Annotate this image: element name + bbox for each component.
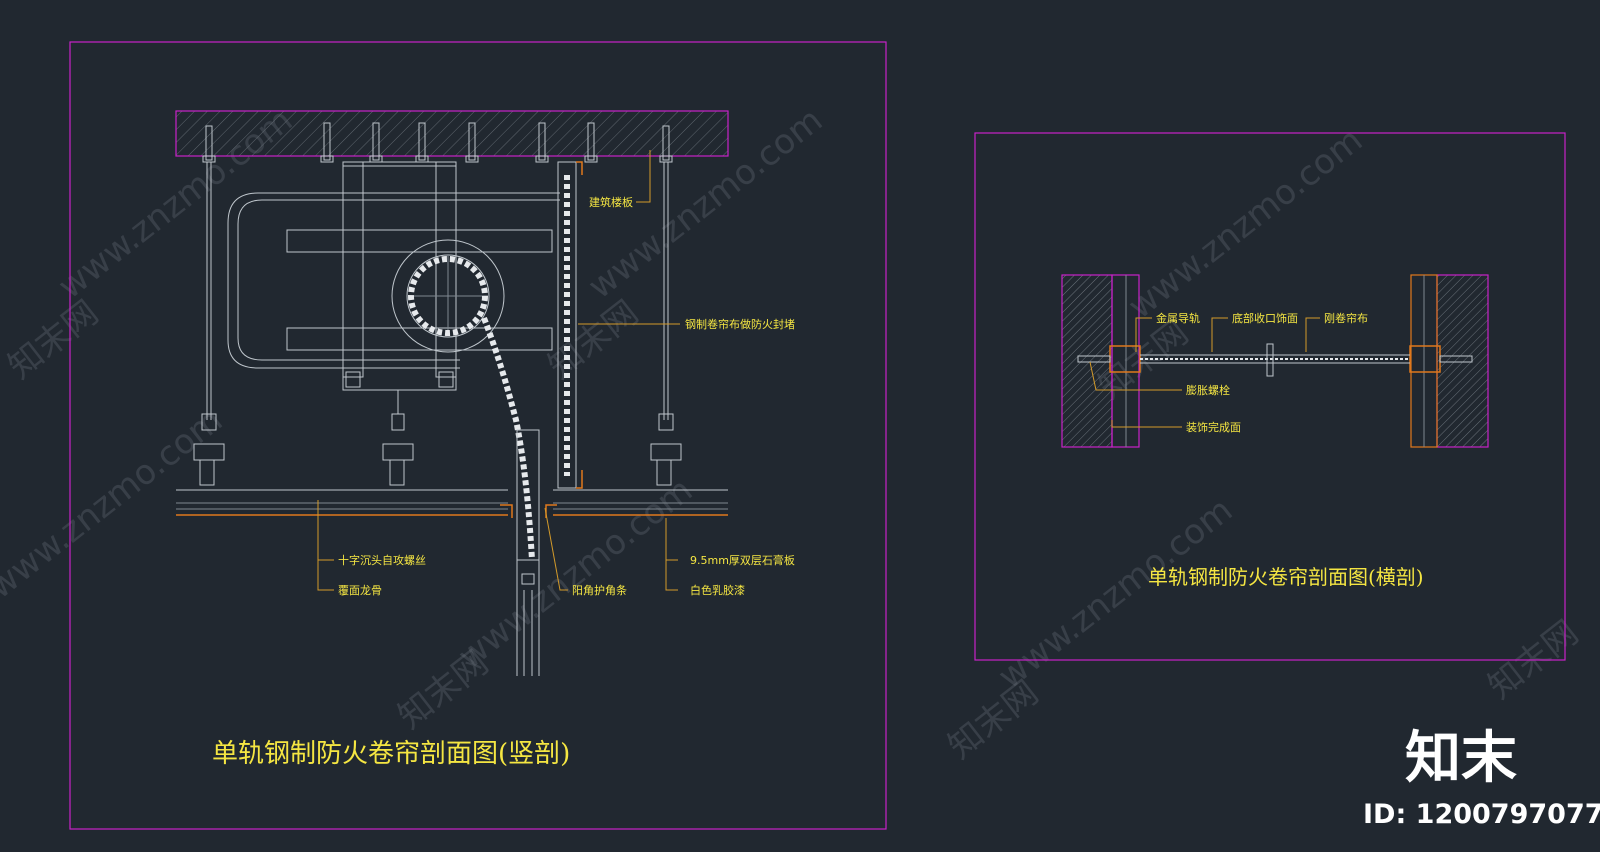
horizontal-section: 金属导轨 底部收口饰面 刚卷帘布 膨胀螺栓 装饰完成面 单轨钢制防火卷帘剖面图(… <box>974 132 1566 661</box>
horizontal-leader-lines <box>1089 317 1320 428</box>
watermark-text: www.znzmo.com <box>991 490 1240 697</box>
brand-id: ID: 1200797077 <box>1363 799 1600 830</box>
concrete-slab <box>175 110 729 157</box>
label-screw: 十字沉头自攻螺丝 <box>338 553 426 567</box>
label-corner: 阳角护角条 <box>572 583 627 597</box>
label-steel-curtain: 刚卷帘布 <box>1324 311 1368 325</box>
znzmo-logo-icon: 知末 ID: 1200797077 <box>1363 726 1600 830</box>
leader-lines <box>317 150 680 591</box>
label-paint: 白色乳胶漆 <box>690 583 745 597</box>
label-finish: 装饰完成面 <box>1186 420 1241 434</box>
guide-track <box>557 161 583 489</box>
watermark-brand: 知末网 <box>941 673 1046 767</box>
roll-drum <box>391 239 505 353</box>
watermark-brand: 知末网 <box>1 293 106 387</box>
label-seal: 钢制卷帘布做防火封堵 <box>685 317 795 331</box>
brand-logo-text: 知末 <box>1405 726 1517 791</box>
curtain-chain <box>481 316 535 561</box>
watermark-layer: www.znzmo.com 知末网 www.znzmo.com 知末网 www.… <box>0 100 1586 767</box>
watermark-text: www.znzmo.com <box>451 470 700 677</box>
label-gypsum: 9.5mm厚双层石膏板 <box>690 553 795 567</box>
steel-frame <box>227 161 560 391</box>
hanger-clips <box>193 390 682 486</box>
label-slab: 建筑楼板 <box>589 195 633 209</box>
horizontal-section-title: 单轨钢制防火卷帘剖面图(横剖) <box>1148 565 1424 589</box>
watermark-brand: 知末网 <box>391 643 496 737</box>
watermark-text: www.znzmo.com <box>0 400 230 607</box>
label-bottom-trim: 底部收口饰面 <box>1232 311 1298 325</box>
wall-right <box>1436 274 1489 448</box>
vertical-section-frame <box>69 41 887 830</box>
hanger-rods <box>206 162 669 420</box>
vertical-section: 建筑楼板 钢制卷帘布做防火封堵 十字沉头自攻螺丝 覆面龙骨 阳角护角条 9.5m… <box>69 41 887 830</box>
vertical-section-title: 单轨钢制防火卷帘剖面图(竖剖) <box>212 739 570 769</box>
label-keel: 覆面龙骨 <box>338 584 382 597</box>
horizontal-section-frame <box>974 132 1566 661</box>
anchor-bolts <box>202 122 673 163</box>
curtain-shaft <box>516 429 540 676</box>
watermark-text: www.znzmo.com <box>1121 120 1370 327</box>
wall-left <box>1061 274 1113 448</box>
label-bolt: 膨胀螺栓 <box>1186 383 1230 397</box>
watermark-brand: 知末网 <box>541 293 646 387</box>
horizontal-curtain <box>1077 343 1473 377</box>
ceiling-board-left <box>176 489 513 518</box>
label-rail: 金属导轨 <box>1156 311 1200 325</box>
